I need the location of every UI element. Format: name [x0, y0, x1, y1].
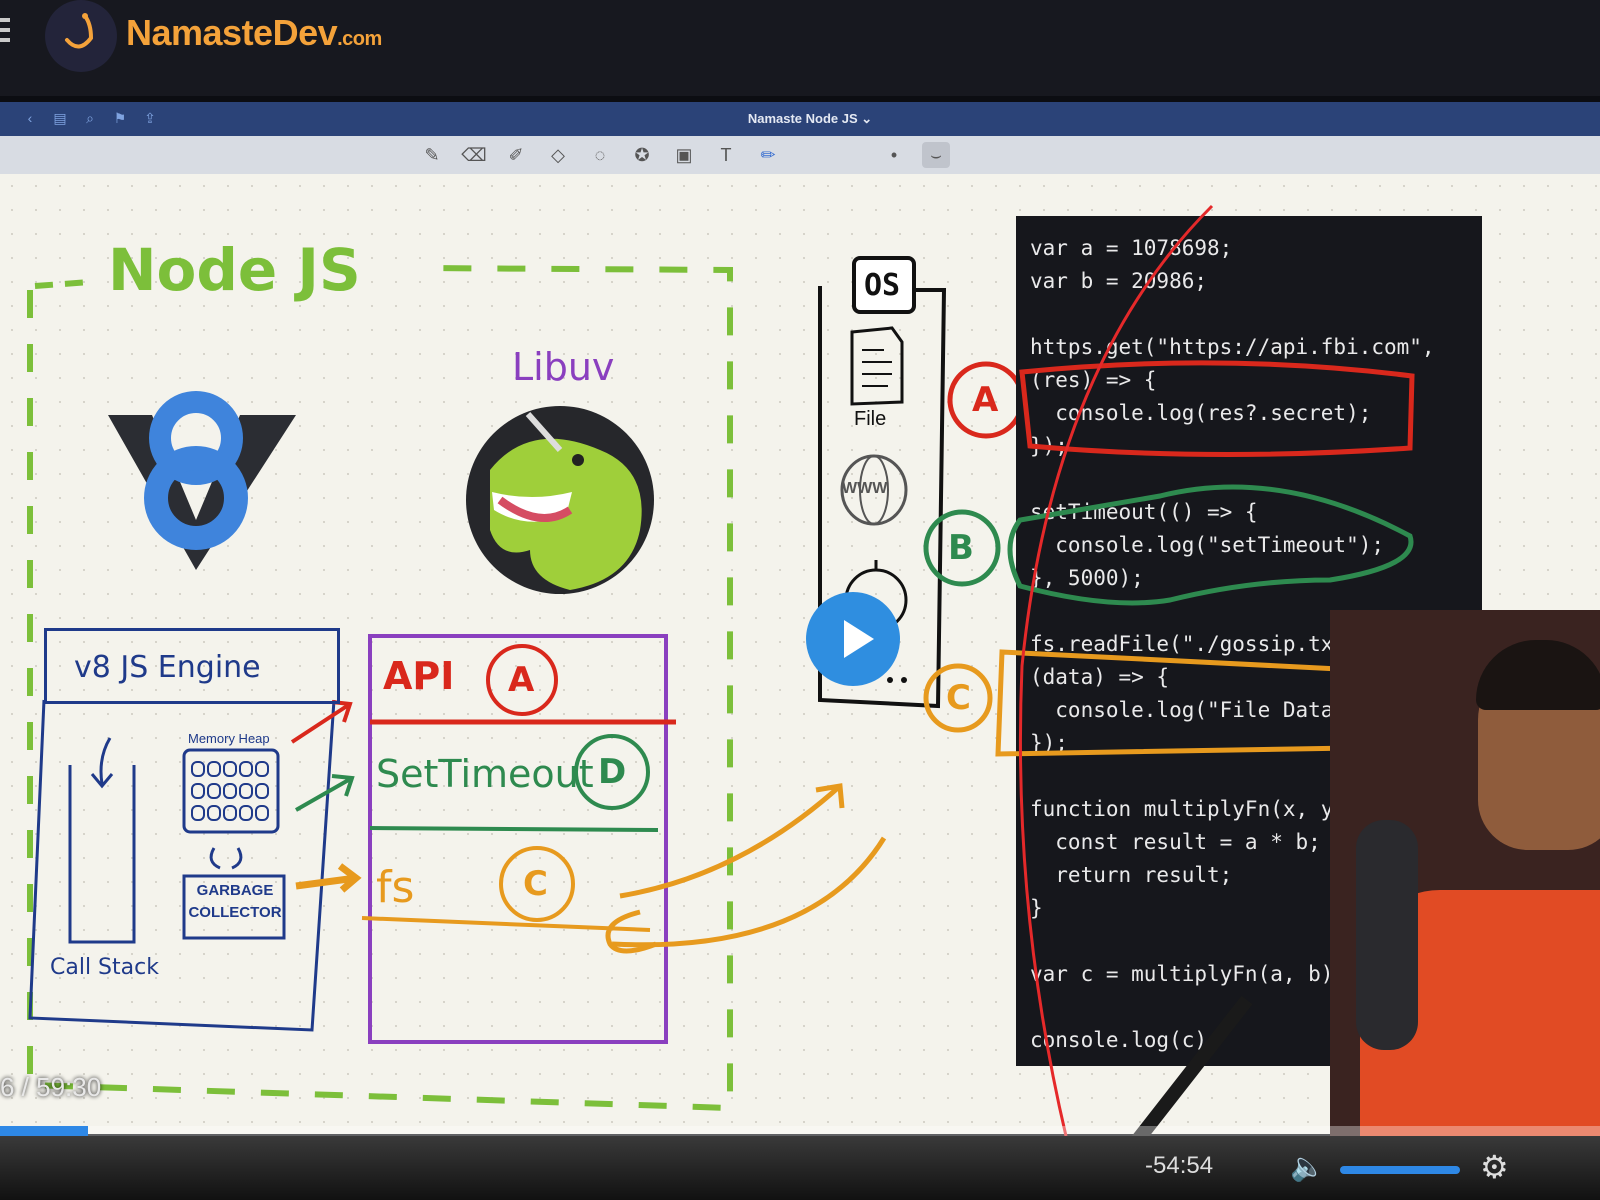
code-line — [1030, 298, 1473, 331]
api-label: API — [383, 654, 455, 698]
code-line: setTimeout(() => { — [1030, 500, 1258, 524]
video-time-readout: 6 / 59:30 — [0, 1072, 102, 1102]
share-icon[interactable]: ⇪ — [144, 110, 156, 126]
video-progress-fill[interactable] — [0, 1126, 88, 1136]
menu-icon[interactable] — [0, 18, 10, 46]
v8-engine-title: v8 JS Engine — [74, 650, 261, 685]
stroke-curve-icon[interactable]: ⌣ — [922, 142, 950, 168]
v8-engine-header-box — [44, 628, 340, 704]
settimeout-label: SetTimeout — [376, 752, 594, 796]
code-line: https.get("https://api.fbi.com", — [1030, 335, 1435, 359]
nodejs-title: Node JS — [108, 236, 361, 304]
code-line — [1030, 463, 1473, 496]
libuv-title: Libuv — [512, 345, 615, 389]
code-line: var b = 20986; — [1030, 269, 1208, 293]
v8-logo-icon — [108, 391, 296, 570]
code-line: console.log(res?.secret); — [1030, 401, 1372, 425]
video-remaining-time: -54:54 — [1145, 1152, 1214, 1179]
site-header: NamasteDev.com — [0, 0, 1600, 96]
code-marker-c: C — [946, 678, 971, 718]
search-icon[interactable]: ⌕ — [86, 110, 94, 126]
video-controls-bar — [0, 1136, 1600, 1200]
image-icon[interactable]: ▣ — [675, 145, 693, 165]
lasso-icon[interactable]: ◌ — [594, 145, 606, 165]
video-progress-track[interactable] — [0, 1126, 1600, 1136]
play-button[interactable] — [806, 592, 900, 686]
code-line: var a = 1078698; — [1030, 236, 1233, 260]
code-marker-b: B — [948, 528, 974, 568]
bookmark-icon[interactable]: ⚑ — [113, 110, 127, 126]
eraser-icon[interactable]: ⌫ — [461, 145, 487, 165]
api-marker-a: A — [508, 660, 535, 700]
text-icon[interactable]: T — [720, 145, 732, 165]
namastedev-logo-icon[interactable] — [45, 0, 117, 72]
document-title[interactable]: Namaste Node JS ⌄ — [747, 111, 873, 126]
sidebar-icon[interactable]: ▤ — [53, 110, 67, 126]
volume-icon[interactable]: 🔈 — [1290, 1151, 1325, 1182]
www-label: WWW — [842, 480, 888, 497]
stroke-dot-icon[interactable]: • — [890, 145, 898, 165]
os-label: OS — [864, 268, 901, 303]
code-line: (res) => { — [1030, 368, 1157, 392]
highlighter-icon[interactable]: ✐ — [508, 145, 524, 165]
code-line: }, 5000); — [1030, 566, 1144, 590]
code-line: console.log("setTimeout"); — [1030, 533, 1385, 557]
call-stack-label: Call Stack — [50, 955, 159, 980]
drawing-toolbar: ✎ ⌫ ✐ ◇ ◌ ✪ ▣ T ✏ • ⌣ — [0, 136, 1600, 174]
settings-gear-icon[interactable]: ⚙ — [1480, 1149, 1509, 1185]
app-title-bar: ‹ ▤ ⌕ ⚑ ⇪ Namaste Node JS ⌄ — [0, 102, 1600, 136]
file-label: File — [854, 408, 887, 430]
star-icon[interactable]: ✪ — [634, 145, 650, 165]
brand-name[interactable]: NamasteDev.com — [126, 12, 382, 53]
back-icon[interactable]: ‹ — [27, 110, 33, 126]
settimeout-marker-d: D — [598, 752, 627, 792]
shapes-icon[interactable]: ◇ — [551, 145, 565, 165]
libuv-dino-icon — [466, 406, 654, 594]
memory-heap-label: Memory Heap — [188, 731, 270, 746]
code-marker-a: A — [972, 380, 999, 420]
microphone — [1356, 820, 1418, 1050]
fs-marker-c: C — [523, 864, 548, 904]
pen-color-icon[interactable]: ✏ — [760, 145, 776, 165]
fs-label: fs — [376, 862, 415, 913]
volume-slider[interactable] — [1340, 1166, 1460, 1174]
code-line: }); — [1030, 434, 1068, 458]
pencil-icon[interactable]: ✎ — [424, 145, 440, 165]
